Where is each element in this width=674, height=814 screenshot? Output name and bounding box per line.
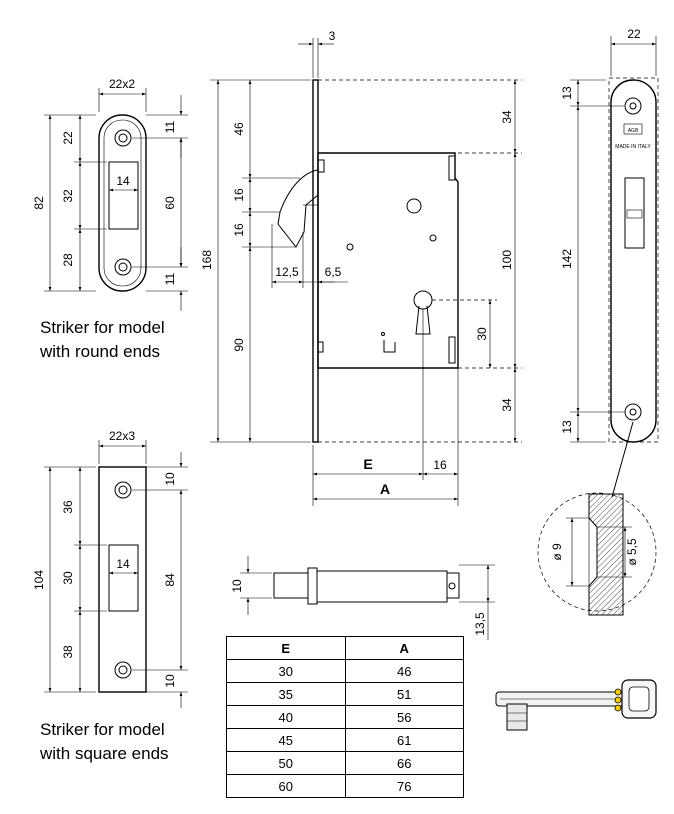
dim-overall: 168 (200, 250, 214, 270)
table-cell-a: 66 (344, 751, 464, 775)
dim-square-slot: 14 (116, 557, 130, 571)
dim-bottom-34: 34 (500, 398, 514, 412)
brand-label: AGB (628, 128, 639, 134)
screw-hole-icon (624, 97, 642, 115)
screw-hole-icon (624, 403, 642, 421)
bolt-view: 10 13,5 (230, 556, 495, 640)
table-cell-e: 50 (226, 751, 346, 775)
dim-square-right-mid: 84 (163, 573, 177, 587)
table-cell-a: 61 (344, 728, 464, 752)
dim-round-right-top: 11 (163, 120, 177, 133)
dim-outer-diameter: ø 9 (550, 543, 564, 561)
dim-6-5: 6,5 (325, 265, 342, 279)
screw-hole-icon (114, 661, 132, 679)
table-cell-e: 60 (226, 774, 346, 798)
square-striker-plate (98, 466, 147, 693)
table-cell-e: 45 (226, 728, 346, 752)
dim-face-length: 142 (560, 249, 574, 269)
dim-inner-diameter: ø 5,5 (625, 538, 639, 566)
round-striker-caption: Striker for model with round ends (40, 318, 165, 361)
faceplate-front: AGB MADE IN ITALY 22 13 142 13 (560, 27, 659, 443)
dim-round-middle: 32 (61, 189, 75, 203)
latch-slot (108, 544, 139, 612)
key-icon (495, 679, 657, 731)
screw-hole-icon (114, 129, 132, 147)
latch-opening (624, 177, 645, 249)
dim-square-bottom: 38 (61, 645, 75, 659)
bolt-shaft (316, 570, 448, 603)
dim-face-width: 22 (627, 27, 641, 41)
dim-E: E (363, 456, 372, 472)
dim-16b: 16 (232, 223, 246, 237)
table-cell-e: 35 (226, 682, 346, 706)
dim-face-bottom: 13 (560, 420, 574, 434)
dim-bolt-10: 10 (230, 579, 244, 593)
hub-hole-icon (406, 198, 422, 214)
dim-round-right-bottom: 11 (163, 272, 177, 285)
lock-case (317, 152, 459, 369)
dim-key-30: 30 (475, 327, 489, 341)
table-header-row: E A (226, 636, 464, 660)
dim-round-width: 22x2 (109, 77, 135, 91)
latch-slot (108, 161, 139, 230)
table-header-a: A (344, 636, 464, 660)
dim-square-middle: 30 (61, 571, 75, 585)
dim-square-height: 104 (32, 570, 46, 590)
dim-round-bottom: 28 (61, 253, 75, 267)
keyhole-icon (413, 290, 433, 310)
screw-hole-icon (114, 481, 132, 499)
dim-A: A (380, 481, 390, 497)
dim-bolt-13-5: 13,5 (473, 612, 487, 636)
dim-square-right-bottom: 10 (163, 674, 177, 688)
table-cell-a: 46 (344, 659, 464, 683)
bolt-tip (273, 572, 309, 599)
table-cell-a: 56 (344, 705, 464, 729)
dim-square-right-top: 10 (163, 472, 177, 486)
round-striker: 22x2 82 22 32 28 14 11 60 11 (32, 77, 188, 311)
dim-12-5: 12,5 (275, 265, 299, 279)
dim-16a: 16 (232, 188, 246, 202)
lock-body: 3 168 46 16 16 90 12,5 6,5 34 (200, 29, 522, 506)
square-striker: 22x3 104 36 30 38 14 10 84 10 (32, 429, 188, 708)
table-cell-a: 76 (344, 774, 464, 798)
table-cell-a: 51 (344, 682, 464, 706)
latch-bolt (277, 169, 319, 248)
screw-hole-icon (114, 258, 132, 276)
dim-round-top: 22 (61, 131, 75, 145)
round-striker-plate (98, 114, 147, 292)
dim-plate: 3 (329, 29, 336, 43)
dim-face-top: 13 (560, 86, 574, 100)
dim-round-right-mid: 60 (163, 196, 177, 210)
dim-round-slot: 14 (116, 174, 130, 188)
dim-round-height: 82 (32, 196, 46, 210)
dim-46: 46 (232, 122, 246, 136)
countersink-detail: ø 9 ø 5,5 (537, 421, 657, 616)
origin-label: MADE IN ITALY (615, 144, 651, 150)
dim-square-top: 36 (61, 500, 75, 514)
dim-top-34: 34 (500, 110, 514, 124)
lock-faceplate (312, 79, 319, 443)
pin-hole-icon (346, 243, 354, 251)
table-header-e: E (226, 636, 346, 660)
dim-square-width: 22x3 (109, 429, 135, 443)
dim-16: 16 (433, 458, 447, 472)
dim-hub-100: 100 (500, 250, 514, 270)
table-cell-e: 30 (226, 659, 346, 683)
faceplate-outline (610, 79, 657, 443)
square-striker-caption: Striker for model with square ends (40, 720, 169, 763)
dim-90: 90 (232, 338, 246, 352)
pin-hole-icon (429, 234, 437, 242)
table-cell-e: 40 (226, 705, 346, 729)
